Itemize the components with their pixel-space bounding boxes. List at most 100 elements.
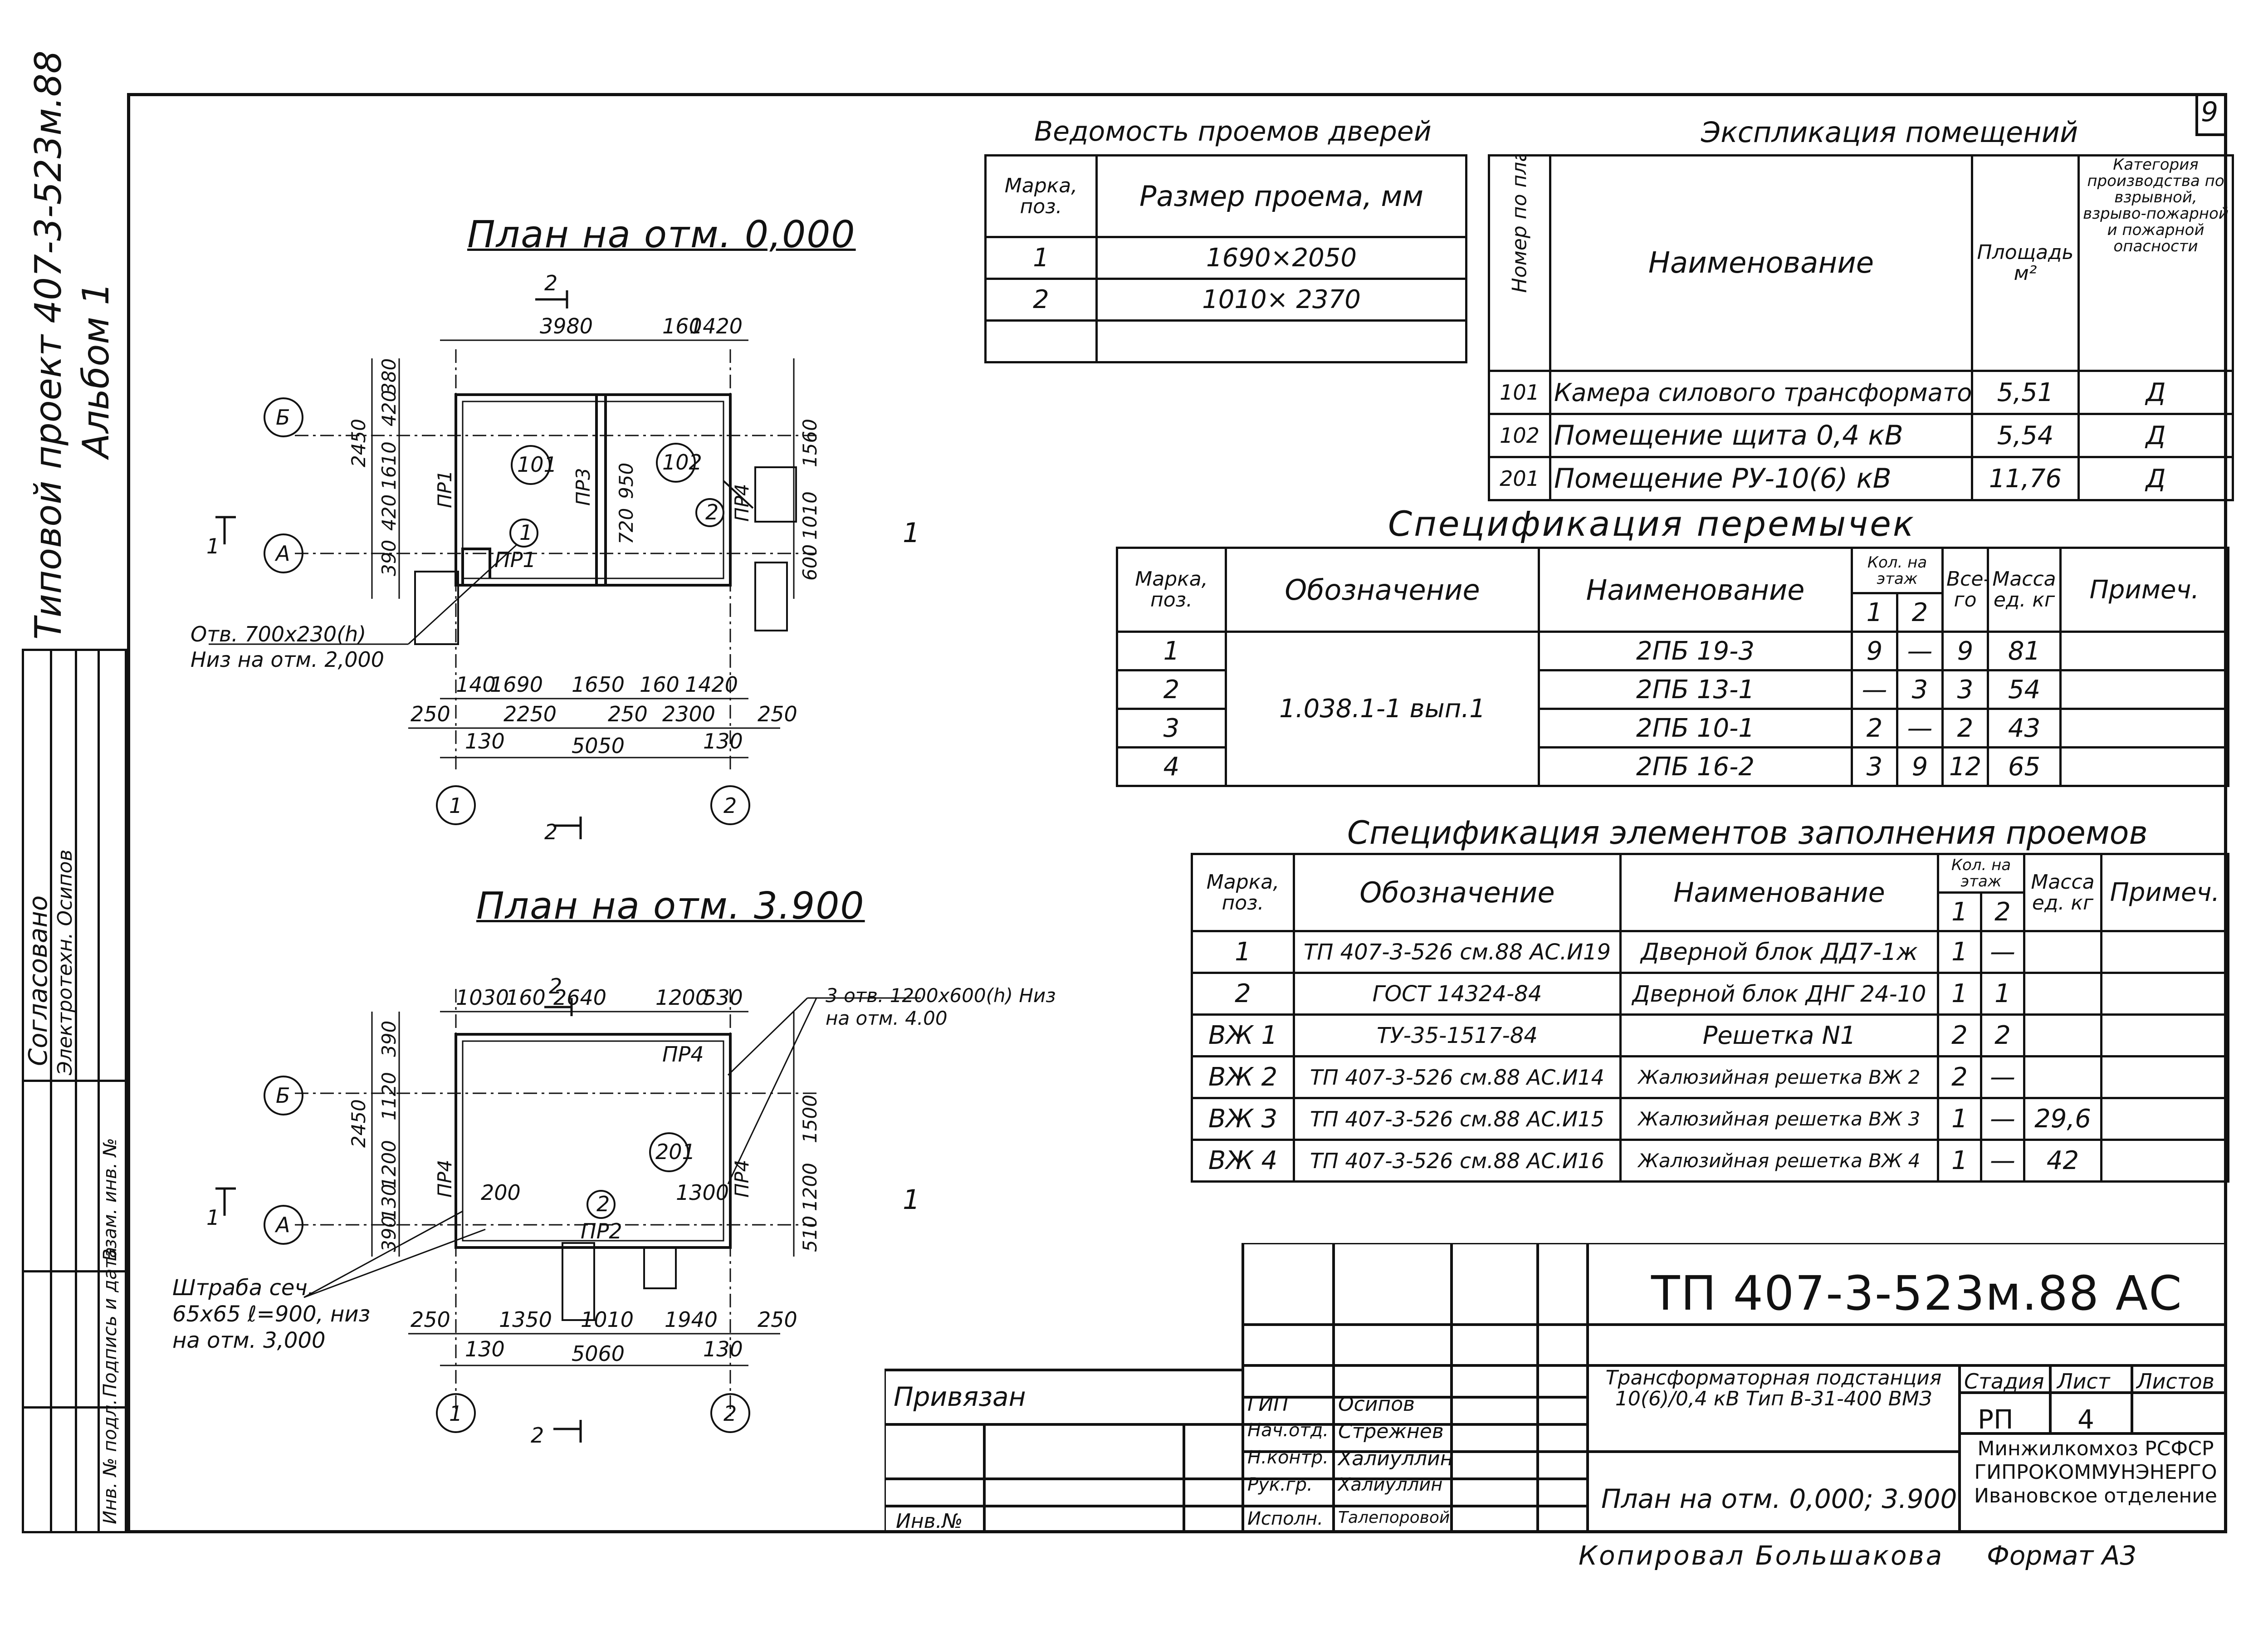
lint-cell: 2ПБ 16-2	[1538, 746, 1853, 787]
plan1-mark: ПР1	[494, 548, 536, 572]
lint-cell	[2059, 631, 2229, 671]
titleblock-org: Минжилкомхоз РСФСР ГИПРОКОММУНЭНЕРГО Ива…	[1974, 1437, 2217, 1507]
plan2-section: 1	[206, 1205, 220, 1230]
plan1-dim: 380	[378, 358, 400, 395]
plan2-dim: 1500	[799, 1095, 821, 1143]
doors-h-mark: Марка, поз.	[984, 154, 1098, 238]
lint-cell	[2059, 746, 2229, 787]
stamp-col-2: Подпись и дата	[100, 1247, 121, 1397]
titleblock-object: Трансформаторная подстанция 10(6)/0,4 кВ…	[1605, 1366, 1942, 1410]
plan1-dim: 1560	[799, 419, 821, 467]
plan1-dim: 130	[703, 729, 743, 753]
plan2-section: 2	[531, 1423, 544, 1448]
plan2-dim: 390	[378, 1216, 400, 1252]
plan2-dim: 1200	[799, 1163, 821, 1211]
lint-cell: 3	[1941, 669, 1989, 710]
doors-cell: 1	[984, 236, 1098, 280]
left-stamp-row	[22, 1406, 127, 1409]
lint-cell: —	[1896, 631, 1944, 671]
lint-cell	[2059, 669, 2229, 710]
fill-cell: Жалюзийная решетка ВЖ 4	[1619, 1139, 1939, 1183]
plan2-room: 201	[655, 1140, 695, 1164]
plan1-axis: Б	[276, 405, 290, 430]
plan1-title: План на отм. 0,000	[467, 213, 856, 256]
fill-cell: ТП 407-3-526 см.88 АС.И19	[1293, 930, 1622, 974]
fill-cell: ВЖ 1	[1191, 1013, 1295, 1057]
left-stamp-col	[50, 649, 52, 1533]
role-2: Нач.отд.	[1247, 1420, 1329, 1441]
plan2-dim: 1030	[456, 985, 509, 1010]
role-3: Н.контр.	[1247, 1447, 1329, 1468]
plan1-section: 2	[544, 271, 557, 295]
plan2-dim: 390	[378, 1021, 400, 1057]
left-stamp-col	[75, 649, 77, 1533]
titleblock-sheet-title: План на отм. 0,000; 3.900	[1601, 1483, 1957, 1514]
fill-cell: —	[1980, 1139, 2025, 1183]
inv-label: Инв.№	[896, 1510, 963, 1533]
plan1-dim: 160	[640, 672, 679, 697]
fill-cell: 2	[1980, 1013, 2025, 1057]
fill-h-des: Обозначение	[1293, 853, 1622, 932]
stamp-col-3: Взам. инв. №	[100, 1138, 121, 1261]
plan2-dim: 2450	[347, 1099, 370, 1148]
fill-cell: 1	[1937, 1097, 1982, 1141]
fill-cell: 1	[1191, 930, 1295, 974]
titleblock-code: ТП 407-3-523м.88 АС	[1651, 1266, 2183, 1321]
plan1-section-right: 1	[903, 517, 920, 549]
plan1-dim: 720	[615, 508, 637, 544]
lint-designation: 1.038.1-1 вып.1	[1225, 631, 1540, 787]
lint-cell: 9	[1851, 631, 1898, 671]
lint-cell: —	[1896, 708, 1944, 749]
fill-cell: Дверной блок ДД7-1ж	[1619, 930, 1939, 974]
lint-cell: 2ПБ 13-1	[1538, 669, 1853, 710]
plan1-mark: 1	[519, 520, 533, 545]
fill-h-mark: Марка, поз.	[1191, 853, 1295, 932]
plan1-dim: 420	[378, 390, 400, 426]
fill-h-note: Примеч.	[2100, 853, 2229, 932]
plan1-dim: 1420	[685, 672, 738, 697]
fill-table: Марка, поз. Обозначение Наименование Кол…	[1191, 853, 2229, 1183]
lint-h-note: Примеч.	[2059, 547, 2229, 633]
fill-cell	[2100, 972, 2229, 1016]
plan2-dim: 200	[481, 1180, 521, 1205]
sheets-label: Листов	[2136, 1369, 2214, 1394]
fill-cell: Решетка N1	[1619, 1013, 1939, 1057]
plan1-dim: 250	[758, 702, 797, 726]
plan1-dim: 1610	[378, 441, 400, 490]
plan2-axis: 1	[449, 1401, 462, 1426]
lint-cell: 2ПБ 19-3	[1538, 631, 1853, 671]
lintels-table: Марка, поз. Обозначение Наименование Кол…	[1116, 547, 2229, 787]
plan1-dim: 1650	[572, 672, 625, 697]
fill-cell: 1	[1937, 972, 1982, 1016]
rooms-cell: Д	[2077, 456, 2234, 501]
fill-cell	[2100, 1013, 2229, 1057]
doors-title: Ведомость проемов дверей	[1034, 116, 1432, 147]
plan2-dim: 250	[411, 1307, 450, 1332]
lint-cell: 3	[1896, 669, 1944, 710]
rooms-cell: 102	[1488, 413, 1551, 458]
plan1-dim: 2300	[662, 702, 715, 726]
lint-cell: 2	[1941, 708, 1989, 749]
format-label: Формат А3	[1987, 1540, 2137, 1571]
plan1-axis: А	[274, 541, 290, 566]
plan2-dim: 1350	[499, 1307, 552, 1332]
plan2-dim: 1200	[378, 1140, 400, 1189]
lint-cell: 43	[1987, 708, 2062, 749]
fill-cell: 1	[1937, 930, 1982, 974]
plan1-dim: 250	[411, 702, 450, 726]
lint-cell: 12	[1941, 746, 1989, 787]
lint-cell	[2059, 708, 2229, 749]
rooms-cell: Помещение РУ-10(6) кВ	[1549, 456, 1973, 501]
plan1-dim: 600	[799, 544, 821, 581]
plan1-mark: 2	[705, 500, 719, 524]
fill-h-name: Наименование	[1619, 853, 1939, 932]
role-2-name: Стрежнев	[1338, 1420, 1444, 1443]
plan1-mark: ПР4	[731, 484, 753, 522]
stamp-col-1: Инв. № подл.	[100, 1399, 121, 1524]
plan2-axis: 2	[723, 1401, 737, 1426]
role-4-name: Халиуллин	[1338, 1474, 1443, 1495]
plan2-dim: 1010	[581, 1307, 634, 1332]
role-1: ГИП	[1247, 1393, 1289, 1416]
drawing-frame	[127, 93, 2227, 1533]
fill-cell: Жалюзийная решетка ВЖ 2	[1619, 1055, 1939, 1099]
